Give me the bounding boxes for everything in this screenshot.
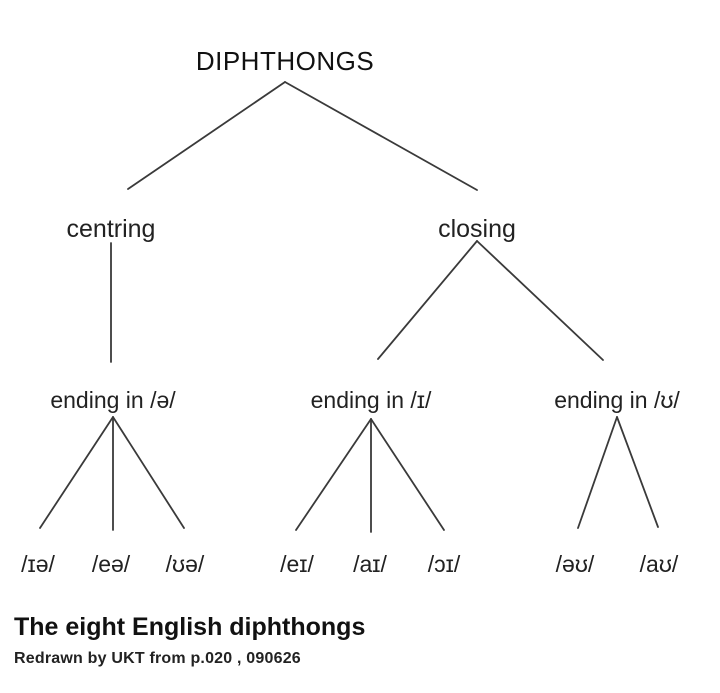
node-leaf-ia: /ɪə/ <box>21 551 55 577</box>
node-leaf-ai: /aɪ/ <box>353 551 387 577</box>
edge-smallcapi-to-oi <box>370 418 445 531</box>
node-leaf-ea: /eə/ <box>91 551 131 577</box>
edge-root-to-centring <box>127 81 286 190</box>
caption-credit: Redrawn by UKT from p.020 , 090626 <box>14 650 301 667</box>
edge-closing-to-upsilon <box>476 240 604 361</box>
node-group-ending-in-schwa: ending in /ə/ <box>50 387 176 413</box>
edge-upsilon-to-au <box>616 416 659 528</box>
node-root-diphthongs: DIPHTHONGS <box>195 46 375 76</box>
node-group-ending-in-upsilon: ending in /ʊ/ <box>554 387 680 413</box>
edge-schwa-to-ua <box>112 416 185 529</box>
node-branch-closing: closing <box>438 215 516 243</box>
node-leaf-ei: /eɪ/ <box>280 551 314 577</box>
edge-schwa-to-ia <box>39 416 114 529</box>
node-group-ending-in-small-cap-i: ending in /ɪ/ <box>310 387 432 413</box>
node-leaf-ua: /ʊə/ <box>165 551 205 577</box>
node-branch-centring: centring <box>66 215 156 243</box>
node-leaf-au: /aʊ/ <box>639 551 679 577</box>
edge-closing-to-smallcapi <box>377 240 478 360</box>
caption-title: The eight English diphthongs <box>14 613 366 641</box>
edge-upsilon-to-ou <box>577 416 618 529</box>
edge-root-to-closing <box>284 81 478 191</box>
edge-smallcapi-to-ei <box>295 418 372 531</box>
node-leaf-ou: /əʊ/ <box>555 551 595 577</box>
node-leaf-oi: /ɔɪ/ <box>427 551 461 577</box>
